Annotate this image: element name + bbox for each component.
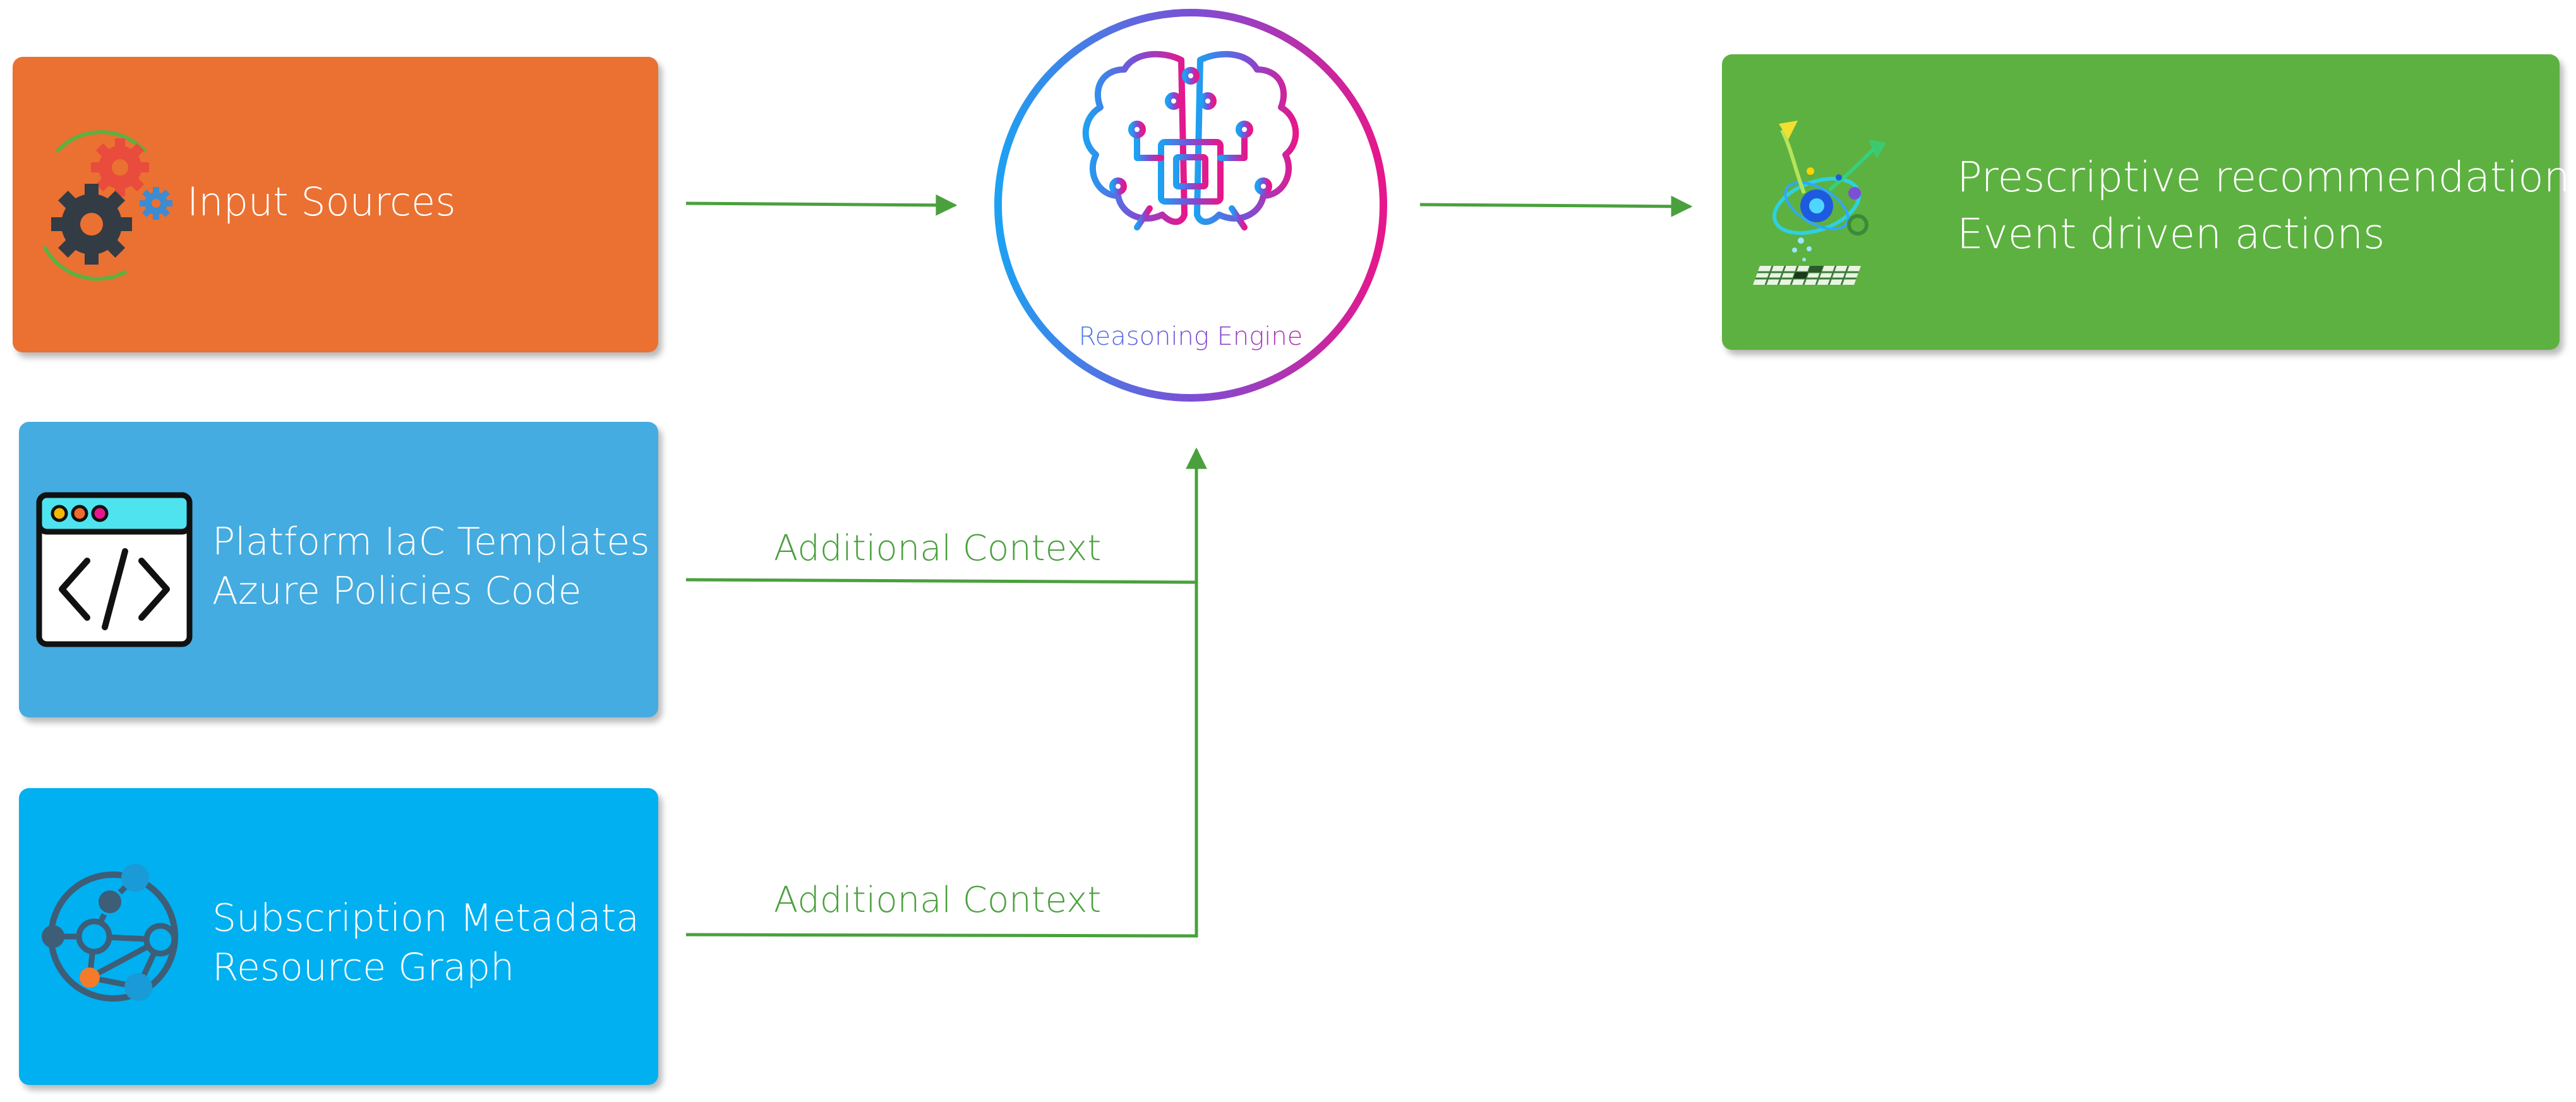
brain-chip-icon: [1082, 51, 1299, 231]
subscription-label-line2: Resource Graph: [212, 945, 515, 990]
resource-graph-icon: [42, 864, 178, 1002]
connector-platform: [685, 578, 1197, 584]
ai-burst-icon: [1753, 121, 1886, 285]
input-sources-box[interactable]: Input Sources: [13, 57, 658, 352]
output-label-line1: Prescriptive recommendations: [1957, 153, 2576, 201]
platform-label-line2: Azure Policies Code: [212, 569, 582, 613]
subscription-label-line1: Subscription Metadata: [212, 896, 639, 940]
code-window-icon: [36, 492, 193, 647]
gears-icon: [42, 130, 172, 281]
edge-label-subscription: Additional Context: [774, 880, 1102, 921]
connector-subscription: [685, 447, 1207, 938]
reasoning-engine-node[interactable]: Reasoning Engine: [992, 6, 1390, 404]
output-box[interactable]: Prescriptive recommendations Event drive…: [1722, 54, 2576, 350]
arrow-engine-to-output: [1419, 195, 1693, 217]
engine-ring: [994, 9, 1387, 402]
output-label-line2: Event driven actions: [1957, 210, 2385, 258]
reasoning-engine-label: Reasoning Engine: [992, 322, 1390, 351]
input-sources-label: Input Sources: [187, 179, 456, 225]
platform-box[interactable]: Platform IaC Templates Azure Policies Co…: [19, 422, 658, 717]
arrow-input-to-engine: [685, 194, 958, 216]
edge-label-platform: Additional Context: [774, 528, 1102, 569]
platform-label-line1: Platform IaC Templates: [212, 520, 650, 564]
subscription-box[interactable]: Subscription Metadata Resource Graph: [19, 788, 658, 1085]
